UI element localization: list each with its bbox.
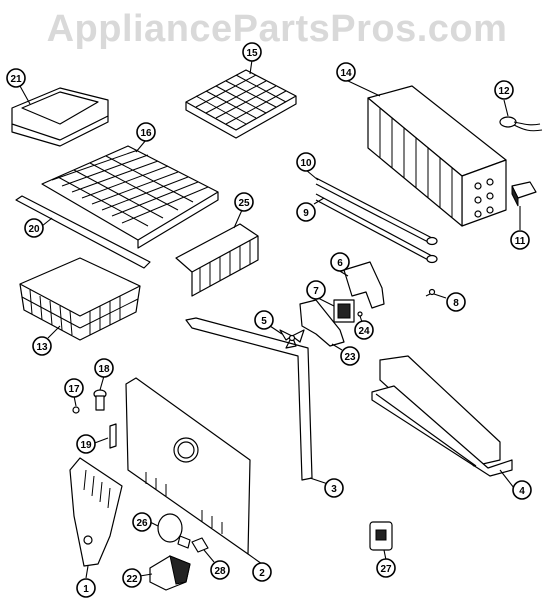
callout-16-label: 16 [140, 128, 152, 139]
part-7-fan-motor[interactable] [333, 299, 355, 323]
part-9-heater-element[interactable] [315, 193, 438, 264]
callout-4-label: 4 [519, 486, 525, 497]
part-21-tray[interactable] [11, 87, 109, 147]
watermark-text: AppliancePartsPros.com [46, 8, 508, 50]
callout-22[interactable]: 22 [122, 568, 142, 588]
part-5-fan-blade[interactable] [279, 329, 305, 349]
part-25-deflector[interactable] [175, 223, 259, 297]
callout-4[interactable]: 4 [512, 480, 532, 500]
callout-24-label: 24 [358, 326, 370, 337]
callout-7-label: 7 [313, 286, 319, 297]
callout-2-label: 2 [259, 568, 265, 579]
callout-16[interactable]: 16 [136, 122, 156, 142]
callout-17[interactable]: 17 [64, 378, 84, 398]
callout-6-label: 6 [337, 258, 343, 269]
callout-27[interactable]: 27 [376, 558, 396, 578]
callout-11[interactable]: 11 [510, 230, 530, 250]
callout-1[interactable]: 1 [76, 578, 96, 598]
callout-20-label: 20 [28, 224, 40, 235]
callout-9-label: 9 [303, 208, 309, 219]
callout-2[interactable]: 2 [252, 562, 272, 582]
callout-12[interactable]: 12 [494, 80, 514, 100]
callout-25-label: 25 [238, 198, 250, 209]
callout-6[interactable]: 6 [330, 252, 350, 272]
callout-11-label: 11 [515, 236, 526, 247]
part-11-terminator[interactable] [511, 181, 537, 207]
callout-15-label: 15 [246, 48, 258, 59]
callout-21-label: 21 [10, 74, 22, 85]
part-28-socket[interactable] [191, 537, 209, 553]
callout-1-label: 1 [83, 584, 89, 595]
callout-19-label: 19 [80, 440, 92, 451]
callout-5-label: 5 [261, 316, 267, 327]
part-16-wire-shelf[interactable] [41, 145, 219, 249]
part-8-screw[interactable] [425, 288, 436, 297]
callout-10[interactable]: 10 [296, 152, 316, 172]
part-10-heater-tube[interactable] [315, 177, 438, 246]
callout-21[interactable]: 21 [6, 68, 26, 88]
part-19-clip[interactable] [109, 423, 117, 449]
part-15-ice-grid[interactable] [185, 69, 297, 139]
callout-17-label: 17 [68, 384, 80, 395]
part-2-back-panel[interactable] [125, 377, 251, 555]
callout-9[interactable]: 9 [296, 202, 316, 222]
callout-26[interactable]: 26 [132, 512, 152, 532]
part-22-cover[interactable] [149, 555, 191, 591]
part-1-light-housing[interactable] [69, 457, 123, 567]
part-17-screw[interactable] [72, 406, 80, 414]
callout-26-label: 26 [136, 518, 148, 529]
callout-24[interactable]: 24 [354, 320, 374, 340]
callout-3-label: 3 [331, 484, 337, 495]
part-6-bracket[interactable] [343, 261, 385, 309]
callout-28-label: 28 [214, 566, 226, 577]
callout-14-label: 14 [340, 68, 352, 79]
callout-27-label: 27 [380, 564, 392, 575]
callout-28[interactable]: 28 [210, 560, 230, 580]
callout-18-label: 18 [98, 364, 110, 375]
part-3-gasket[interactable] [185, 317, 313, 481]
callout-18[interactable]: 18 [94, 358, 114, 378]
callout-8-label: 8 [453, 298, 459, 309]
callout-13-label: 13 [36, 342, 48, 353]
part-27-switch[interactable] [369, 521, 393, 551]
callout-13[interactable]: 13 [32, 336, 52, 356]
part-14-evaporator[interactable] [367, 85, 507, 227]
callout-8[interactable]: 8 [446, 292, 466, 312]
callout-23-label: 23 [344, 352, 356, 363]
part-26-bulb[interactable] [157, 513, 191, 549]
part-20-rail[interactable] [15, 195, 151, 269]
callout-25[interactable]: 25 [234, 192, 254, 212]
part-18-knob[interactable] [93, 389, 107, 411]
callout-7[interactable]: 7 [306, 280, 326, 300]
callout-22-label: 22 [126, 574, 138, 585]
callout-15[interactable]: 15 [242, 42, 262, 62]
part-24-screw[interactable] [357, 311, 363, 317]
part-12-sensor[interactable] [499, 116, 543, 132]
callout-19[interactable]: 19 [76, 434, 96, 454]
callout-3[interactable]: 3 [324, 478, 344, 498]
leader-lines [19, 59, 521, 579]
part-23-motor-bracket[interactable] [299, 299, 345, 347]
callout-23[interactable]: 23 [340, 346, 360, 366]
part-4-trough[interactable] [371, 355, 513, 477]
callout-14[interactable]: 14 [336, 62, 356, 82]
callout-5[interactable]: 5 [254, 310, 274, 330]
callout-12-label: 12 [498, 86, 510, 97]
callout-20[interactable]: 20 [24, 218, 44, 238]
callout-10-label: 10 [300, 158, 312, 169]
part-13-wire-basket[interactable] [19, 257, 141, 341]
